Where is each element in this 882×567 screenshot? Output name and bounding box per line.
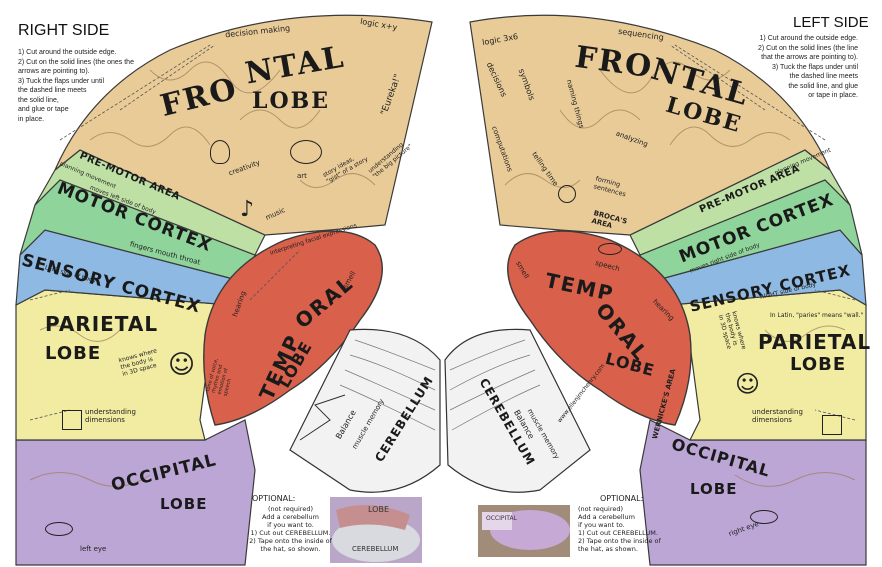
right-frontal-label-c: LOBE [252, 88, 330, 114]
left-note-symbols: symbols [517, 67, 537, 101]
left-note-sequencing: sequencing [618, 27, 665, 42]
right-instructions: 1) Cut around the outside edge. 2) Cut o… [18, 48, 138, 124]
left-motor-label: MOTOR CORTEX [676, 190, 836, 267]
right-note-hearing: hearing [231, 290, 248, 318]
right-note-understanding: understanding "the big picture" [367, 134, 418, 180]
left-parietal-label-b: LOBE [790, 354, 846, 375]
right-cerebellum-label: CEREBELLUM [372, 374, 436, 465]
left-note-knows: knows where the body is in 3D space [717, 310, 748, 354]
right-photo-lobe: LOBE [368, 505, 389, 514]
right-note-creativity: creativity [228, 159, 262, 178]
right-cerebellum-note-0: Balance [334, 408, 358, 440]
left-note-decisions: decisions [485, 61, 509, 98]
left-note-speech: speech [594, 259, 620, 273]
right-photo-cerebellum: CEREBELLUM [352, 545, 398, 553]
left-note-website: www.ellenjmchenry.com [556, 363, 606, 425]
left-title: LEFT SIDE [793, 14, 869, 31]
right-cube-icon [62, 410, 82, 430]
left-frontal-label-a: FRO [573, 40, 655, 86]
right-note-knows: knows where the body is in 3D space [118, 347, 162, 378]
left-parietal-label-a: PARIETAL [758, 330, 871, 354]
right-lightbulb-icon [210, 140, 230, 164]
right-note-logic: logic x+y [360, 17, 399, 32]
left-occipital-label-a: OCCIPITAL [669, 434, 772, 480]
right-optional-lines: (not required) Add a cerebellum if you w… [248, 505, 333, 553]
right-music-note-icon: ♪ [240, 197, 254, 222]
right-note-story: story ideas, "gist" of a story [322, 149, 371, 185]
left-note-parietal-latin: In Latin, "paries" means "wall." [770, 312, 865, 319]
right-parietal-label-b: LOBE [45, 343, 101, 364]
right-note-facial: interpreting facial expressions [269, 222, 358, 257]
left-note-computations: computations [490, 125, 514, 173]
left-note-dimensions: understanding dimensions [752, 408, 822, 424]
left-note-analyzing: analyzing [615, 129, 649, 148]
right-occipital-label-b: LOBE [160, 495, 207, 513]
left-note-planning: planning movement [774, 147, 832, 177]
left-note-naming: naming things [565, 79, 586, 130]
right-note-eureka: "Eureka!" [379, 73, 403, 117]
right-note-tone: tone of voice, rhythm and emotion of spe… [205, 347, 240, 397]
left-occipital-label-b: LOBE [690, 480, 737, 498]
right-optional-head: OPTIONAL: [252, 494, 295, 503]
left-cerebellum-label: CEREBELLUM [477, 376, 538, 468]
left-clock-icon [558, 185, 576, 203]
right-stick-figure-icon: ☺ [168, 350, 195, 380]
right-note-music: music [264, 206, 286, 222]
left-mouth-icon [598, 243, 622, 255]
left-note-logic: logic 3x6 [481, 32, 518, 47]
left-optional-head: OPTIONAL: [600, 494, 643, 503]
right-title: RIGHT SIDE [18, 22, 109, 40]
left-photo-label: OCCIPITAL [486, 515, 517, 522]
right-note-decision: decision making [225, 24, 291, 40]
left-note-broca: BROCA'S AREA [591, 209, 634, 235]
right-palette-icon [290, 140, 322, 164]
left-note-right-eye: right eye [728, 520, 760, 538]
left-note-telling-time: telling time [530, 150, 559, 187]
right-frontal-label-a: FRO [157, 71, 242, 124]
right-note-dimensions: understanding dimensions [85, 408, 165, 424]
left-optional-lines: (not required) Add a cerebellum if you w… [578, 505, 668, 553]
left-note-smell: smell [514, 260, 530, 280]
right-note-art: art [297, 172, 307, 180]
right-note-left-eye: left eye [80, 545, 106, 553]
right-parietal-label-a: PARIETAL [45, 312, 158, 336]
left-note-forming: forming sentences [593, 174, 641, 201]
left-note-hearing: hearing [651, 298, 676, 323]
left-stick-figure-icon: ☺ [735, 370, 760, 398]
left-cube-icon [822, 415, 842, 435]
left-sensory-label: SENSORY CORTEX [688, 261, 852, 316]
right-occipital-label-a: OCCIPITAL [109, 450, 218, 495]
right-eye-icon [45, 522, 73, 536]
left-note-wernicke: WERNICKE'S AREA [651, 368, 677, 440]
right-frontal-label-b: NTAL [243, 40, 348, 92]
